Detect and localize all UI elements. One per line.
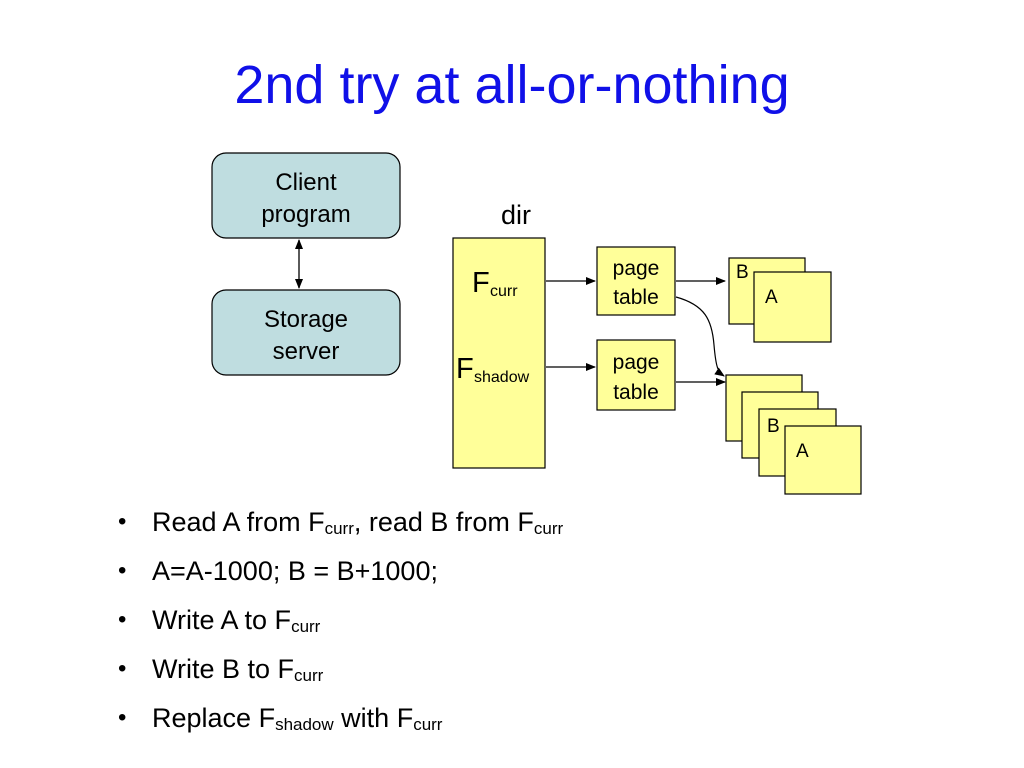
- bullet-marker: •: [118, 655, 127, 682]
- storage-server-box: Storage server: [211, 289, 401, 376]
- storage-label-line1: Storage: [264, 306, 348, 333]
- bullet-1-sub-1: curr: [324, 519, 354, 538]
- block-a-top: [753, 271, 832, 343]
- block-b-top-label: B: [736, 262, 749, 283]
- bullet-list: •Read A from Fcurr, read B from Fcurr •A…: [118, 505, 563, 750]
- curr-block-group: B A: [728, 257, 832, 343]
- bullet-item-4: • Write B to Fcurr: [118, 652, 563, 686]
- block-a-lower: [784, 425, 862, 495]
- page-table-curr: page table: [596, 246, 676, 316]
- f-curr-letter: F: [472, 267, 490, 299]
- bullet-3-text-1: Write A to F: [152, 605, 292, 635]
- block-a-lower-label: A: [796, 441, 809, 462]
- bullet-item-5: • Replace Fshadow with Fcurr: [118, 701, 563, 735]
- shadow-block-group: B A: [725, 374, 862, 495]
- bullet-marker: •: [118, 508, 127, 535]
- bullet-2-text: A=A-1000; B = B+1000;: [152, 556, 438, 586]
- client-label-line1: Client: [275, 169, 337, 196]
- page-table-shadow-line1: page: [613, 351, 660, 374]
- block-b-lower-label: B: [767, 416, 780, 437]
- bullet-item-2: • A=A-1000; B = B+1000;: [118, 554, 563, 588]
- f-shadow-letter: F: [456, 353, 474, 385]
- bullet-4-text-1: Write B to F: [152, 654, 295, 684]
- curr-to-shared-blocks-arrow: [675, 296, 725, 377]
- bullet-4-sub-1: curr: [294, 666, 324, 685]
- block-a-top-label: A: [765, 287, 778, 308]
- bullet-1-text-2: , read B from F: [353, 507, 534, 537]
- bullet-3-sub-1: curr: [291, 617, 321, 636]
- f-shadow-subscript: shadow: [474, 369, 530, 386]
- page-table-shadow-line2: table: [613, 381, 659, 404]
- client-label-line2: program: [261, 201, 350, 228]
- bullet-marker: •: [118, 557, 127, 584]
- bullet-5-text-1: Replace F: [152, 703, 276, 733]
- bullet-5-text-2: with F: [333, 703, 414, 733]
- bullet-marker: •: [118, 606, 127, 633]
- client-program-box: Client program: [211, 152, 401, 239]
- slide-title: 2nd try at all-or-nothing: [234, 55, 790, 115]
- page-table-shadow: page table: [596, 339, 676, 411]
- page-table-curr-line1: page: [613, 257, 660, 280]
- page-table-curr-line2: table: [613, 286, 659, 309]
- bullet-item-1: •Read A from Fcurr, read B from Fcurr: [118, 505, 563, 539]
- bullet-marker: •: [118, 704, 127, 731]
- f-curr-subscript: curr: [490, 283, 518, 300]
- bullet-1-text-1: Read A from F: [152, 507, 325, 537]
- dir-label: dir: [501, 200, 531, 230]
- storage-label-line2: server: [273, 338, 340, 365]
- dir-box: [452, 237, 546, 469]
- bullet-1-sub-2: curr: [533, 519, 564, 538]
- bullet-item-3: • Write A to Fcurr: [118, 603, 563, 637]
- bullet-5-sub-2: curr: [413, 715, 443, 734]
- bullet-5-sub-1: shadow: [275, 715, 334, 734]
